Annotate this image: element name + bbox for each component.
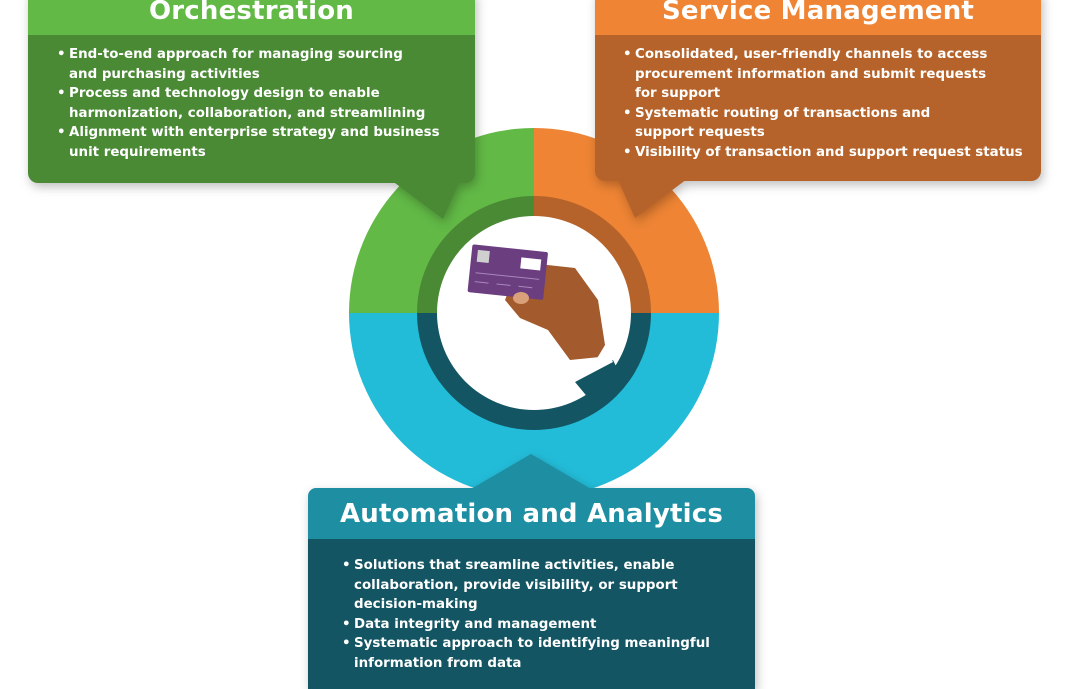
orchestration-callout: Orchestration End-to-end approach for ma… bbox=[28, 0, 475, 219]
list-item: End-to-end approach for managing sourcin… bbox=[57, 45, 475, 84]
bullet-line: Consolidated, user-friendly channels to … bbox=[635, 47, 988, 62]
bullet-line: End-to-end approach for managing sourcin… bbox=[69, 47, 403, 62]
bullet-line: for support bbox=[635, 86, 721, 102]
list-item: Visibility of transaction and support re… bbox=[623, 143, 1041, 163]
list-item: Consolidated, user-friendly channels to … bbox=[623, 45, 1041, 104]
list-item: Data integrity and management bbox=[342, 615, 755, 635]
list-item: Solutions that sreamline activities, ena… bbox=[342, 556, 755, 615]
bullet-line: Process and technology design to enable bbox=[69, 86, 380, 102]
bullet-line: decision-making bbox=[354, 597, 478, 613]
bullet-line: Solutions that sreamline activities, ena… bbox=[354, 558, 675, 573]
bullet-line: collaboration, provide visibility, or su… bbox=[354, 577, 678, 593]
automation-analytics-list: Solutions that sreamline activities, ena… bbox=[308, 539, 755, 689]
service-management-list: Consolidated, user-friendly channels to … bbox=[595, 35, 1041, 181]
service-management-pointer bbox=[615, 173, 695, 218]
list-item: Systematic routing of transactions and su… bbox=[623, 104, 1041, 143]
list-item: Systematic approach to identifying meani… bbox=[342, 634, 755, 673]
orchestration-pointer bbox=[383, 174, 463, 219]
bullet-line: Data integrity and management bbox=[354, 616, 597, 632]
bullet-line: Systematic approach to identifying meani… bbox=[354, 636, 710, 652]
list-item: Alignment with enterprise strategy and b… bbox=[57, 123, 475, 162]
bullet-line: Alignment with enterprise strategy and b… bbox=[69, 125, 440, 141]
automation-pointer bbox=[471, 454, 591, 489]
bullet-line: and purchasing activities bbox=[69, 66, 260, 82]
bullet-line: Visibility of transaction and support re… bbox=[635, 144, 1023, 160]
hand-holding-credit-card-icon bbox=[467, 244, 625, 400]
bullet-line: support requests bbox=[635, 125, 765, 141]
bullet-line: harmonization, collaboration, and stream… bbox=[69, 105, 426, 121]
automation-analytics-title: Automation and Analytics bbox=[308, 488, 755, 539]
orchestration-list: End-to-end approach for managing sourcin… bbox=[28, 35, 475, 183]
service-management-callout: Service Management Consolidated, user-fr… bbox=[595, 0, 1041, 218]
list-item: Process and technology design to enable h… bbox=[57, 84, 475, 123]
bullet-line: unit requirements bbox=[69, 144, 206, 160]
service-management-title: Service Management bbox=[595, 0, 1041, 35]
ring-diagram bbox=[349, 128, 719, 498]
bullet-line: procurement information and submit reque… bbox=[635, 66, 987, 82]
bullet-line: Systematic routing of transactions and bbox=[635, 105, 931, 121]
orchestration-title: Orchestration bbox=[28, 0, 475, 35]
automation-analytics-callout: Automation and Analytics Solutions that … bbox=[308, 454, 755, 689]
bullet-line: information from data bbox=[354, 655, 522, 671]
